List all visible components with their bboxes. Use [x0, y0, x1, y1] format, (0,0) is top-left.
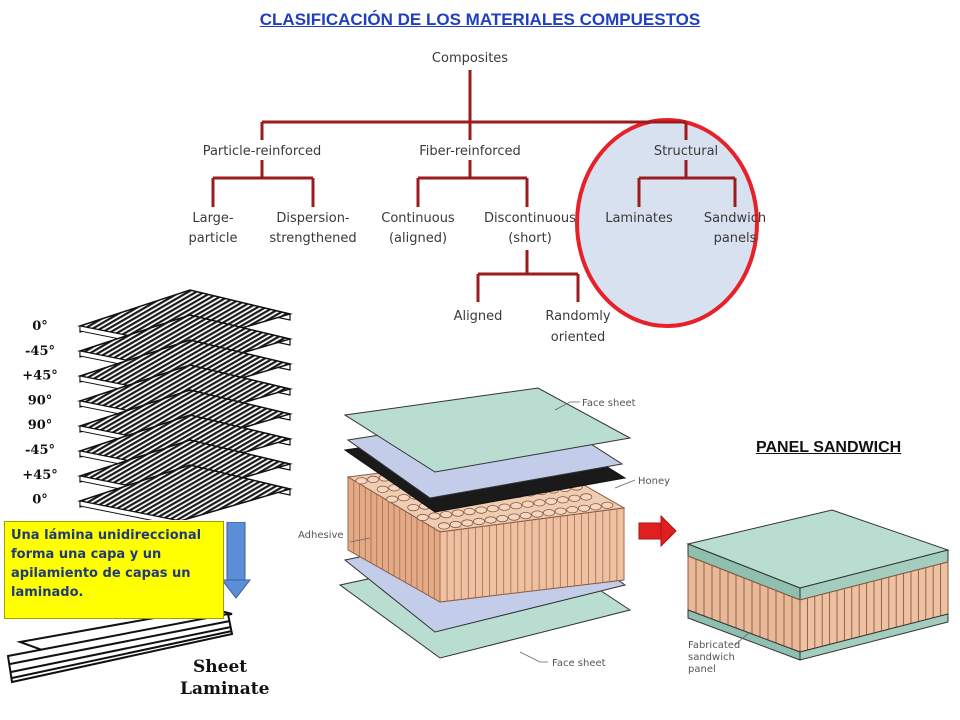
node-large-particle-line1: Large- [192, 211, 234, 226]
honeycomb-cell [533, 499, 546, 507]
honeycomb-cell [449, 520, 462, 529]
right-arrow-icon [638, 515, 677, 547]
ply-angle-6: +45° [22, 468, 57, 483]
honeycomb-cell [451, 509, 464, 517]
node-discontinuous-line2: (short) [508, 231, 552, 246]
label-fabricated-line3: panel [688, 664, 716, 675]
node-fiber-reinforced: Fiber-reinforced [419, 144, 521, 159]
ply-angle-7: 0° [32, 493, 48, 508]
ply-angle-4: 90° [28, 418, 53, 433]
node-structural: Structural [654, 144, 718, 159]
honeycomb-cell [568, 494, 581, 502]
honeycomb-cell [428, 512, 441, 520]
label-adhesive: Adhesive [298, 530, 344, 541]
node-randomly-line2: oriented [551, 330, 606, 345]
honeycomb-cell [601, 501, 614, 509]
honeycomb-cell [542, 509, 555, 517]
honeycomb-cell [376, 485, 389, 493]
honeycomb-cell [397, 494, 410, 502]
honeycomb-cell [461, 519, 474, 527]
node-continuous-line1: Continuous [381, 211, 455, 226]
node-discontinuous-line1: Discontinuous [484, 211, 576, 226]
honeycomb-cell [531, 510, 544, 518]
node-dispersion-line2: strengthened [269, 231, 356, 246]
ply-angle-3: 90° [28, 393, 53, 408]
fabricated-sandwich-panel: Fabricated sandwich panel [686, 509, 950, 675]
node-continuous-line2: (aligned) [389, 231, 447, 246]
honeycomb-cell [386, 495, 399, 503]
node-randomly-line1: Randomly [545, 309, 610, 324]
honeycomb-cell [437, 522, 450, 530]
honeycomb-cell [367, 475, 380, 484]
honeycomb-cell [475, 506, 488, 514]
ply-7 [77, 464, 293, 520]
honeycomb-cell [407, 504, 420, 512]
node-particle-reinforced: Particle-reinforced [203, 144, 322, 159]
honeycomb-cell [519, 512, 532, 520]
honeycomb-cell [496, 515, 509, 523]
down-arrow-icon [222, 522, 252, 599]
panel-bottom-right [799, 613, 949, 661]
label-honeycomb: Honeycomb [638, 476, 670, 487]
label-laminate: Laminate [180, 679, 270, 699]
honeycomb-cell [580, 493, 593, 501]
classification-tree: Composites Particle-reinforced Fiber-rei… [188, 51, 766, 345]
honeycomb-cell [556, 496, 569, 504]
label-fabricated-line2: sandwich [688, 652, 735, 663]
honeycomb-cell [566, 506, 579, 514]
ply-angle-1: -45° [25, 344, 55, 359]
honeycomb-cell [510, 502, 523, 510]
node-aligned: Aligned [454, 309, 503, 324]
node-sandwich-line2: panels [714, 231, 757, 246]
ply-angle-5: -45° [25, 443, 55, 458]
page-title: CLASIFICACIÓN DE LOS MATERIALES COMPUEST… [259, 10, 701, 29]
label-sheet: Sheet [193, 657, 247, 677]
node-large-particle-line2: particle [188, 231, 237, 246]
label-face-sheet-bottom: Face sheet [552, 658, 606, 669]
exploded-sandwich-illustration: Face sheet Honeycomb Adhesive Face sheet [298, 387, 670, 669]
honeycomb-cell [472, 517, 485, 526]
panel-sandwich-title: PANEL SANDWICH [756, 439, 902, 456]
honeycomb-cell [416, 513, 429, 522]
tree-connectors [211, 70, 737, 302]
laminate-stack-illustration: 0° -45° +45° 90° 90° -45° +45° 0° [22, 289, 293, 520]
ply-angle-0: 0° [32, 319, 48, 334]
face-sheet-top [343, 387, 632, 473]
note-box: Una lámina unidireccional forma una capa… [4, 521, 224, 619]
note-text: Una lámina unidireccional forma una capa… [11, 528, 202, 600]
honeycomb-cell [355, 477, 368, 485]
structural-highlight [575, 118, 759, 328]
node-laminates: Laminates [605, 211, 673, 226]
honeycomb-cell [554, 507, 567, 515]
honeycomb-cell [577, 504, 590, 512]
node-sandwich-line1: Sandwich [704, 211, 766, 226]
label-face-sheet-top: Face sheet [582, 398, 636, 409]
honeycomb-cell [521, 500, 534, 508]
ply-angle-2: +45° [22, 369, 57, 384]
honeycomb-cell [463, 508, 476, 516]
honeycomb-cell [498, 503, 511, 511]
node-composites: Composites [432, 51, 508, 66]
honeycomb-cell [486, 505, 499, 513]
node-dispersion-line1: Dispersion- [276, 211, 350, 226]
honeycomb-cell [440, 511, 453, 519]
label-fabricated-line1: Fabricated [688, 640, 740, 651]
honeycomb-cell [484, 516, 497, 524]
honeycomb-cell [545, 497, 558, 505]
honeycomb-cell [507, 513, 520, 521]
honeycomb-cell [589, 503, 602, 511]
